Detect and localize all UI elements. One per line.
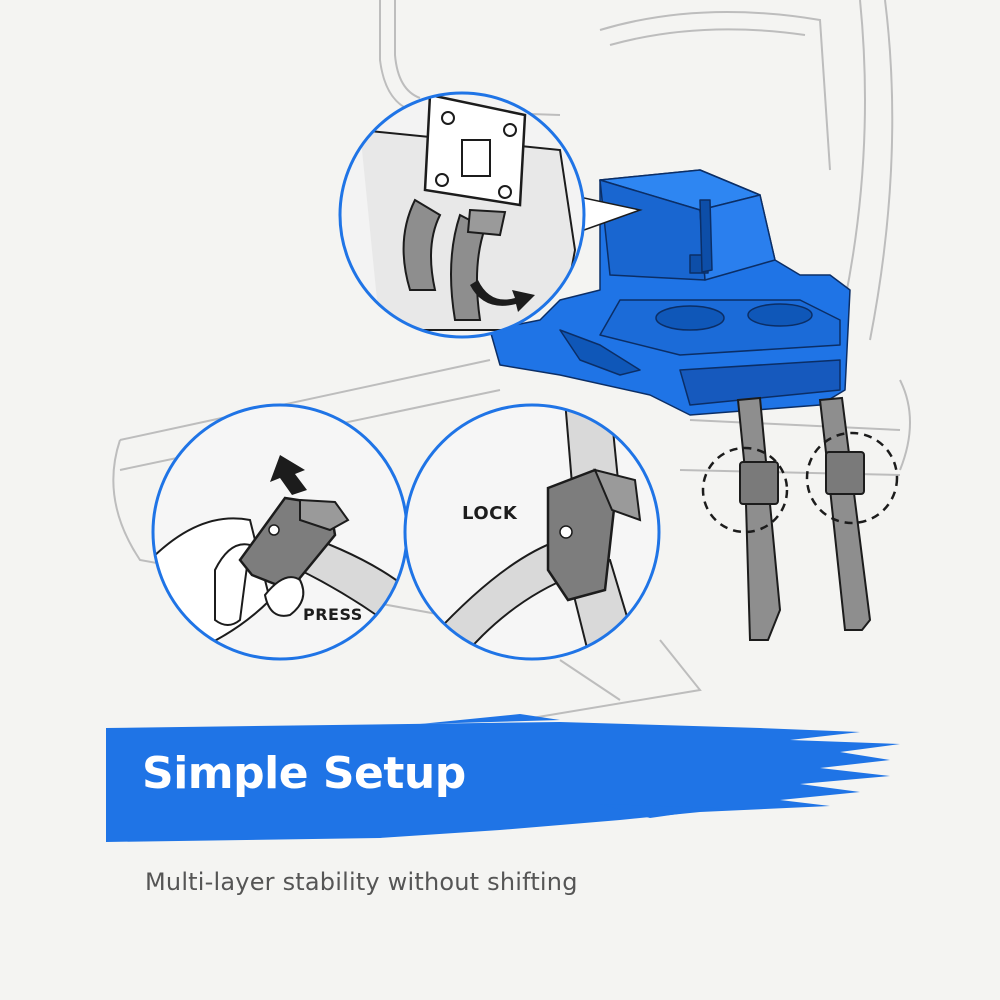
top-callout: [338, 91, 643, 339]
hanging-straps: [736, 396, 872, 641]
blue-console: [489, 169, 851, 416]
seat-line-art: [112, 0, 911, 721]
headline: Simple Setup: [142, 748, 466, 799]
curved-arrow-icon: [470, 280, 535, 312]
arrow-up-icon: [270, 455, 307, 495]
left-callout: [151, 403, 409, 661]
brush-stroke-banner: [106, 714, 900, 842]
right-callout: [403, 403, 661, 661]
lock-label: LOCK: [462, 503, 518, 524]
press-label: PRESS: [303, 605, 363, 624]
subline: Multi-layer stability without shifting: [145, 868, 578, 896]
